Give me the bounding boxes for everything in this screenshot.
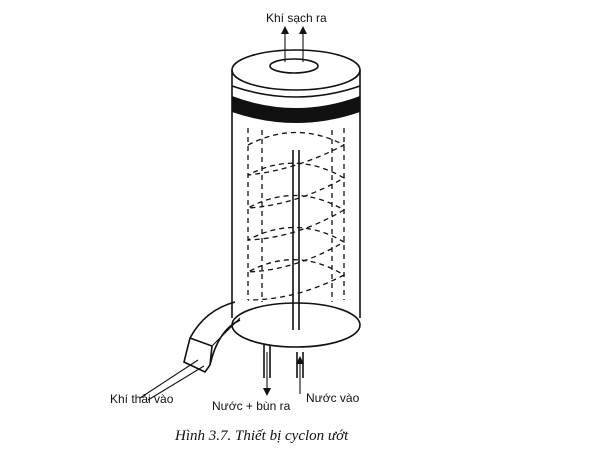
clean-gas-out-label: Khí sạch ra <box>266 11 327 25</box>
figure-caption: Hình 3.7. Thiết bị cyclon ướt <box>174 428 349 444</box>
outlet-pipe <box>270 59 318 73</box>
water-in-label: Nước vào <box>306 391 360 405</box>
water-inlet-pipe <box>297 352 303 394</box>
sludge-outlet-pipe <box>264 345 270 392</box>
dark-band <box>232 96 360 123</box>
clean-gas-arrows <box>285 30 303 62</box>
inner-dashed-cylinder <box>248 128 344 302</box>
water-sludge-out-label: Nước + bùn ra <box>212 399 291 413</box>
exhaust-in-label: Khí thải vào <box>110 392 174 406</box>
